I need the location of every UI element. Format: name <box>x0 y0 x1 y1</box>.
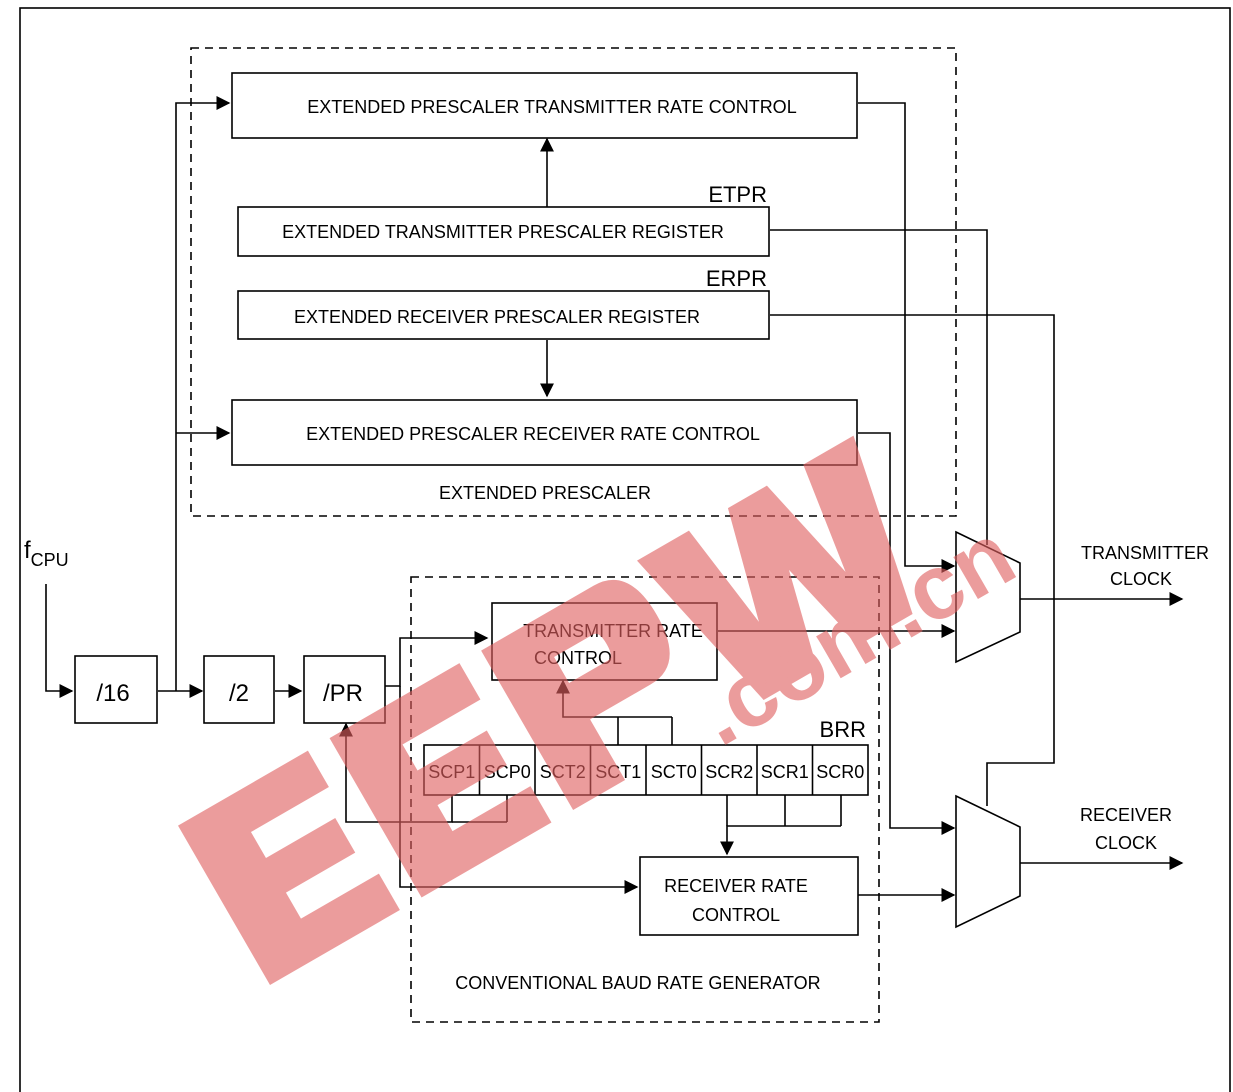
divpr-label: /PR <box>323 680 363 707</box>
ext-rx-rate-control-block <box>231 399 858 466</box>
brr-register: SCP1SCP0SCT2SCT1SCT0SCR2SCR1SCR0 <box>423 744 869 796</box>
erpr-register-block <box>237 290 770 340</box>
ext-rx-rate-control-label: EXTENDED PRESCALER RECEIVER RATE CONTROL <box>306 424 760 444</box>
div16-label: /16 <box>96 680 129 707</box>
conventional-brg-label: CONVENTIONAL BAUD RATE GENERATOR <box>455 973 820 993</box>
tx-clock-label-2: CLOCK <box>1110 569 1172 589</box>
rx-rate-control-block <box>639 856 859 936</box>
brr-bit-scr2: SCR2 <box>705 762 753 782</box>
tx-clock-mux <box>955 530 1021 664</box>
rx-rate-control-line2: CONTROL <box>692 905 780 925</box>
rx-clock-label-1: RECEIVER <box>1080 805 1172 825</box>
wires <box>45 96 1184 902</box>
div2-block <box>203 655 275 724</box>
fcpu-label: fCPU <box>24 537 69 570</box>
rx-rate-control-line1: RECEIVER RATE <box>664 876 808 896</box>
watermark-logo <box>178 435 913 985</box>
erpr-tag: ERPR <box>706 266 767 291</box>
divpr-block <box>303 655 386 724</box>
tx-clock-label-1: TRANSMITTER <box>1081 543 1209 563</box>
extended-prescaler-label: EXTENDED PRESCALER <box>439 483 651 503</box>
ext-tx-rate-control-label: EXTENDED PRESCALER TRANSMITTER RATE CONT… <box>307 97 796 117</box>
brr-bit-scr0: SCR0 <box>816 762 864 782</box>
outer-frame <box>19 7 1231 1092</box>
erpr-register-label: EXTENDED RECEIVER PRESCALER REGISTER <box>294 307 700 327</box>
extended-prescaler-region <box>190 47 957 517</box>
etpr-register-block <box>237 206 770 257</box>
rx-clock-label-2: CLOCK <box>1095 833 1157 853</box>
fcpu-sub: CPU <box>31 550 69 570</box>
div16-block <box>74 655 158 724</box>
etpr-register-label: EXTENDED TRANSMITTER PRESCALER REGISTER <box>282 222 724 242</box>
brr-bit-sct0: SCT0 <box>651 762 697 782</box>
ext-tx-rate-control-block <box>231 72 858 139</box>
div2-label: /2 <box>229 680 249 707</box>
fcpu-main: f <box>24 537 31 564</box>
brr-bit-scr1: SCR1 <box>761 762 809 782</box>
etpr-tag: ETPR <box>708 182 767 207</box>
rx-clock-mux <box>955 794 1021 929</box>
brr-tag: BRR <box>820 717 866 742</box>
